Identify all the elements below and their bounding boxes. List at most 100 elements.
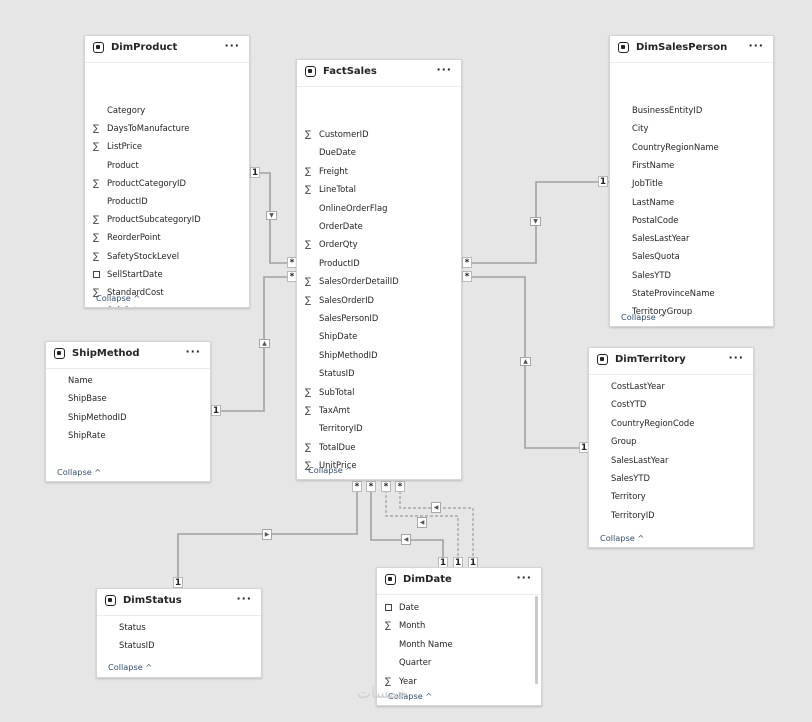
field-standardcost[interactable]: ∑StandardCost	[93, 284, 164, 300]
field-label: LineTotal	[319, 184, 357, 195]
table-card-factsales[interactable]: FactSales··· ∑CustomerID DueDate ∑Freight ∑L…	[296, 59, 462, 480]
field-stateprovincename[interactable]: StateProvinceName	[618, 285, 715, 301]
more-options-icon[interactable]: ···	[185, 345, 201, 358]
field-sellstartdate[interactable]: SellStartDate	[93, 266, 163, 282]
field-saleslastyear[interactable]: SalesLastYear	[618, 230, 689, 246]
field-salespersonid[interactable]: SalesPersonID	[305, 310, 378, 326]
field-reorderpoint[interactable]: ∑ReorderPoint	[93, 229, 161, 245]
field-orderdate[interactable]: OrderDate	[305, 218, 363, 234]
more-options-icon[interactable]: ···	[236, 592, 252, 605]
field-countryregioncode[interactable]: CountryRegionCode	[597, 415, 694, 431]
field-postalcode[interactable]: PostalCode	[618, 212, 678, 228]
field-safetystocklevel[interactable]: ∑SafetyStockLevel	[93, 248, 179, 264]
field-salesorderdetailid[interactable]: ∑SalesOrderDetailID	[305, 273, 399, 289]
collapse-button[interactable]: Collapse ^	[388, 691, 433, 701]
field-city[interactable]: City	[618, 120, 648, 136]
table-header[interactable]: DimStatus ···	[97, 589, 261, 616]
more-options-icon[interactable]: ···	[516, 571, 532, 584]
scrollbar[interactable]	[535, 596, 538, 684]
field-countryregionname[interactable]: CountryRegionName	[618, 139, 719, 155]
field-productsubcategoryid[interactable]: ∑ProductSubcategoryID	[93, 211, 201, 227]
field-territoryid[interactable]: TerritoryID	[305, 420, 363, 436]
field-statusid[interactable]: StatusID	[305, 365, 355, 381]
field-unitprice[interactable]: ∑UnitPrice	[305, 457, 356, 473]
collapse-button[interactable]: Collapse ^	[600, 533, 645, 543]
field-month-name[interactable]: Month Name	[385, 636, 453, 652]
collapse-button[interactable]: Collapse ^	[96, 293, 141, 303]
field-shipmethodid[interactable]: ShipMethodID	[305, 347, 378, 363]
field-daystomanufacture[interactable]: ∑DaysToManufacture	[93, 120, 189, 136]
field-totaldue[interactable]: ∑TotalDue	[305, 439, 355, 455]
table-title: ShipMethod	[72, 348, 140, 359]
field-costytd[interactable]: CostYTD	[597, 396, 646, 412]
field-subtotal[interactable]: ∑SubTotal	[305, 384, 355, 400]
field-month[interactable]: ∑Month	[385, 617, 425, 633]
field-territory[interactable]: Territory	[597, 488, 646, 504]
more-options-icon[interactable]: ···	[224, 39, 240, 52]
field-shiprate[interactable]: ShipRate	[54, 427, 105, 443]
field-shipbase[interactable]: ShipBase	[54, 390, 107, 406]
field-shipmethodid[interactable]: ShipMethodID	[54, 409, 127, 425]
field-saleslastyear[interactable]: SalesLastYear	[597, 452, 668, 468]
field-label: OrderQty	[319, 239, 358, 250]
field-unitpricediscount[interactable]: ∑UnitPriceDiscount	[305, 476, 393, 480]
table-header[interactable]: DimSalesPerson···	[610, 36, 773, 63]
field-firstname[interactable]: FirstName	[618, 157, 674, 173]
collapse-button[interactable]: Collapse ^	[108, 662, 153, 672]
collapse-button[interactable]: Collapse ^	[308, 465, 353, 475]
field-statusid[interactable]: StatusID	[105, 637, 155, 653]
field-territoryid[interactable]: TerritoryID	[597, 507, 655, 523]
field-businessentityid[interactable]: BusinessEntityID	[618, 102, 702, 118]
more-options-icon[interactable]: ···	[728, 351, 744, 364]
field-category[interactable]: Category	[93, 102, 145, 118]
field-subcategory[interactable]: SubCategory	[93, 302, 161, 307]
field-costlastyear[interactable]: CostLastYear	[597, 378, 665, 394]
table-header[interactable]: DimProduct···	[85, 36, 249, 63]
field-name[interactable]: Name	[54, 372, 93, 388]
field-linetotal[interactable]: ∑LineTotal	[305, 181, 356, 197]
field-productid[interactable]: ProductID	[305, 255, 360, 271]
field-listprice[interactable]: ∑ListPrice	[93, 138, 142, 154]
field-product[interactable]: Product	[93, 157, 139, 173]
field-salesytd[interactable]: SalesYTD	[618, 267, 671, 283]
field-group[interactable]: Group	[597, 433, 637, 449]
table-header[interactable]: FactSales···	[297, 60, 461, 87]
field-label: Month	[399, 620, 426, 631]
field-onlineorderflag[interactable]: OnlineOrderFlag	[305, 200, 387, 216]
field-lastname[interactable]: LastName	[618, 194, 674, 210]
field-salesorderid[interactable]: ∑SalesOrderID	[305, 292, 374, 308]
table-header[interactable]: ShipMethod ···	[46, 342, 210, 369]
cardinality-many-date-inactive-2: *	[395, 481, 405, 492]
table-header[interactable]: DimTerritory···	[589, 348, 753, 375]
field-shipdate[interactable]: ShipDate	[305, 328, 357, 344]
collapse-button[interactable]: Collapse ^	[57, 467, 102, 477]
field-duedate[interactable]: DueDate	[305, 144, 356, 160]
field-customerid[interactable]: ∑CustomerID	[305, 126, 369, 142]
field-salesquota[interactable]: SalesQuota	[618, 248, 680, 264]
field-territoryname[interactable]: TerritoryName	[618, 322, 691, 326]
field-status[interactable]: Status	[105, 619, 146, 635]
field-salesytd[interactable]: SalesYTD	[597, 470, 650, 486]
more-options-icon[interactable]: ···	[436, 63, 452, 76]
field-productid[interactable]: ProductID	[93, 193, 148, 209]
field-label: ProductCategoryID	[107, 177, 186, 188]
field-territorygroup[interactable]: TerritoryGroup	[618, 303, 692, 319]
field-freight[interactable]: ∑Freight	[305, 163, 348, 179]
collapse-button[interactable]: Collapse ^	[621, 312, 666, 322]
field-quarter[interactable]: Quarter	[385, 654, 431, 670]
table-card-dimproduct[interactable]: DimProduct··· Category ∑DaysToManufacture ∑…	[84, 35, 250, 308]
field-year[interactable]: ∑Year	[385, 673, 417, 689]
table-header[interactable]: DimDate···	[377, 568, 541, 595]
field-jobtitle[interactable]: JobTitle	[618, 175, 663, 191]
field-productcategoryid[interactable]: ∑ProductCategoryID	[93, 175, 186, 191]
field-date[interactable]: Date	[385, 599, 419, 615]
more-options-icon[interactable]: ···	[748, 39, 764, 52]
table-title: DimStatus	[123, 595, 182, 606]
field-taxamt[interactable]: ∑TaxAmt	[305, 402, 350, 418]
field-orderqty[interactable]: ∑OrderQty	[305, 236, 358, 252]
